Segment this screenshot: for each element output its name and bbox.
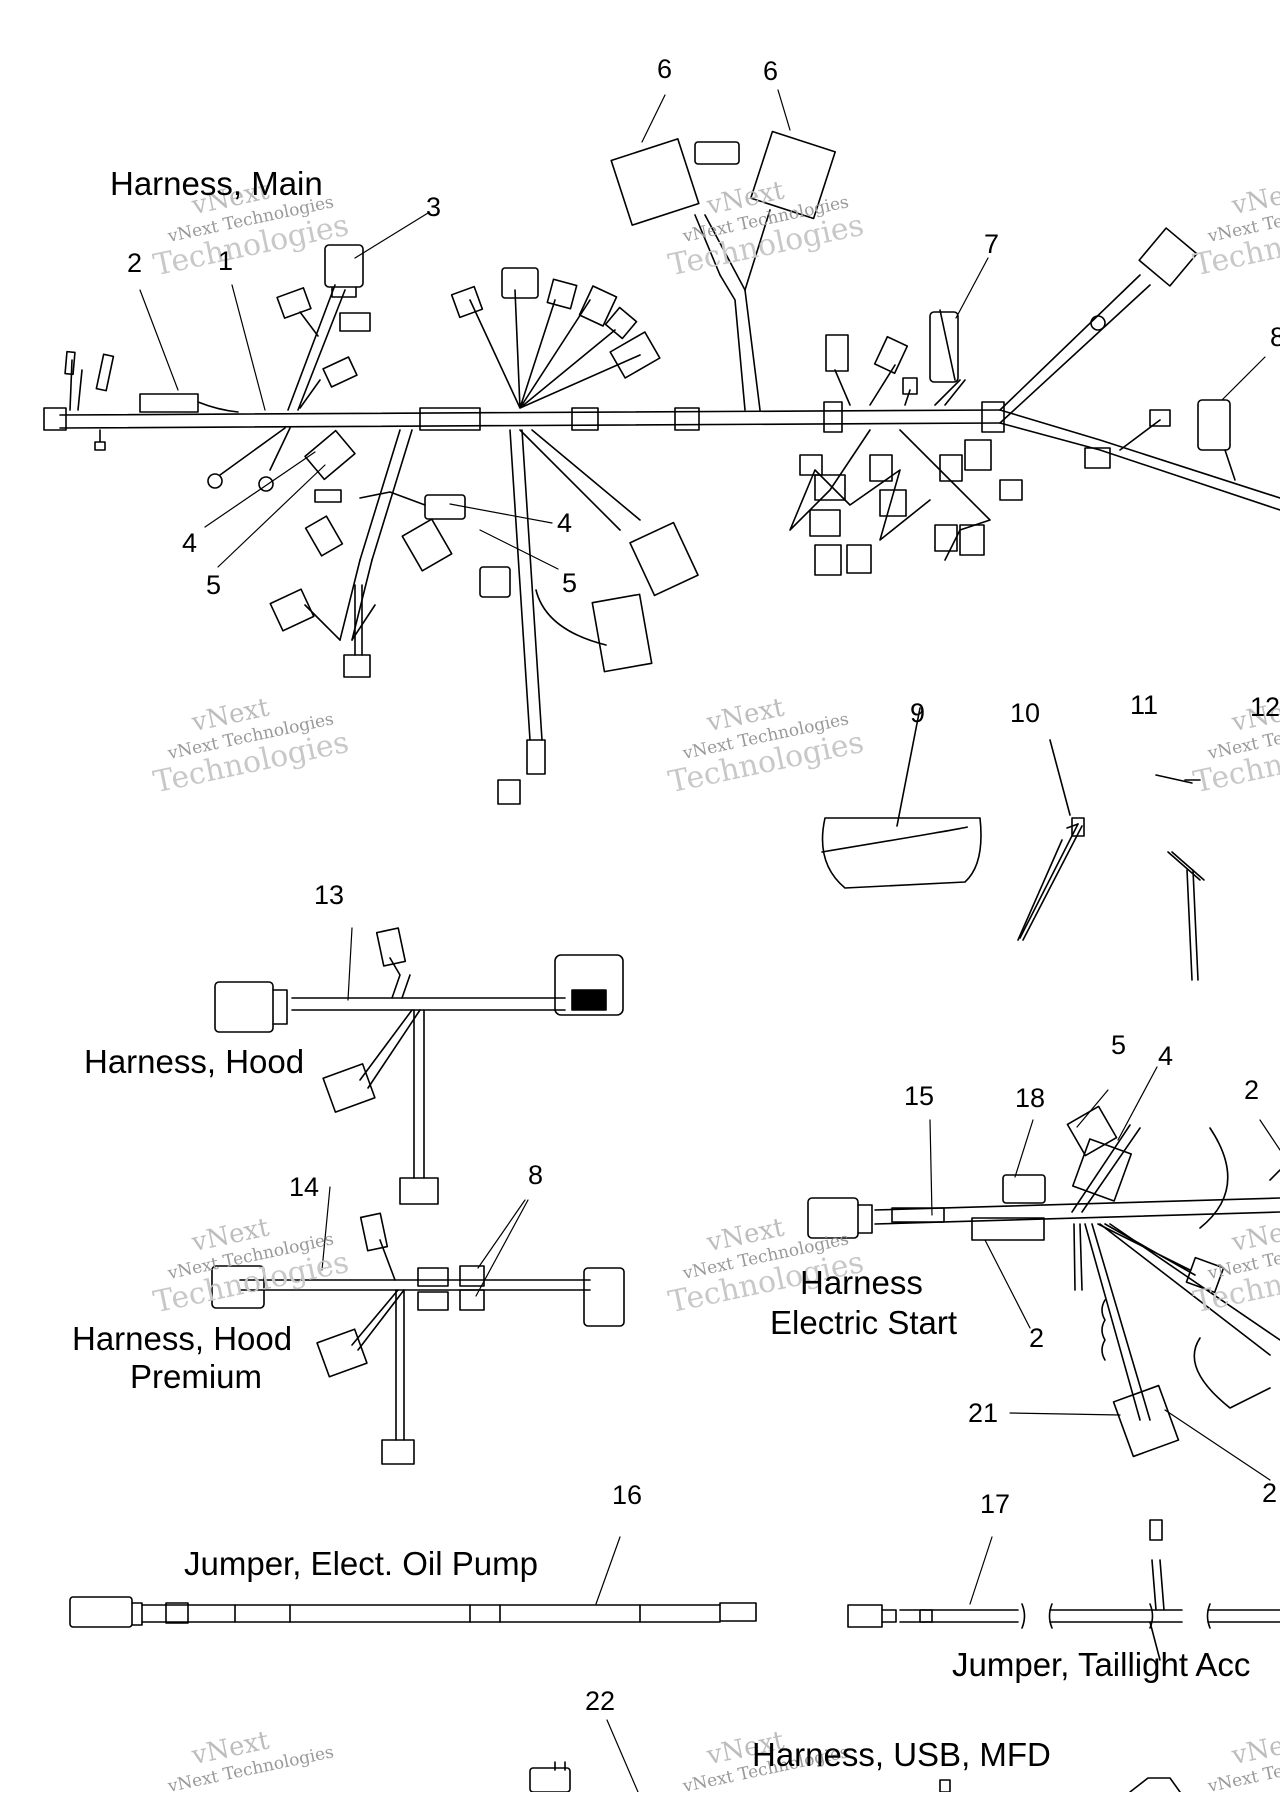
- harness-usb-mfd-drawing: [529, 1719, 1181, 1792]
- callout-5: 5: [562, 568, 578, 598]
- callout-15: 15: [904, 1081, 935, 1111]
- callout-4: 4: [1158, 1041, 1174, 1071]
- main-harness-leaders: [139, 89, 1266, 570]
- title-jumper-taillight: Jumper, Taillight Acc: [952, 1646, 1251, 1683]
- callout-7: 7: [984, 229, 1000, 259]
- callout-6: 6: [657, 54, 673, 84]
- callout-3: 3: [426, 192, 442, 222]
- callout-13: 13: [314, 880, 345, 910]
- callout-14: 14: [289, 1172, 320, 1202]
- callout-4: 4: [182, 528, 198, 558]
- callout-18: 18: [1015, 1083, 1046, 1113]
- callout-2: 2: [1029, 1323, 1045, 1353]
- callout-16: 16: [612, 1480, 643, 1510]
- title-jumper-oil-pump: Jumper, Elect. Oil Pump: [184, 1545, 538, 1582]
- jumper-oil-pump-drawing: [69, 1536, 757, 1628]
- jumper-taillight-drawing: [847, 1519, 1280, 1660]
- callout-1: 1: [218, 246, 234, 276]
- hardware-parts-drawing: [821, 707, 1229, 1229]
- title-harness-hood-premium-line1: Harness, Hood: [72, 1320, 293, 1357]
- callout-8: 8: [528, 1160, 544, 1190]
- callout-11: 11: [1130, 690, 1159, 720]
- callout-22: 22: [585, 1686, 616, 1716]
- callout-21: 21: [968, 1398, 999, 1428]
- callout-8: 8: [1270, 322, 1280, 352]
- callout-12: 12: [1250, 692, 1280, 722]
- callout-17: 17: [980, 1489, 1011, 1519]
- harness-electric-start-drawing: [807, 1105, 1280, 1458]
- electric-start-leaders: [929, 1066, 1280, 1481]
- callout-20: 2: [1262, 1478, 1278, 1508]
- callout-9: 9: [910, 698, 926, 728]
- callout-2: 2: [1244, 1075, 1260, 1105]
- title-harness-main: Harness, Main: [110, 165, 323, 202]
- title-harness-hood-premium-line2: Premium: [130, 1358, 263, 1395]
- callout-10: 10: [1010, 698, 1041, 728]
- callout-5: 5: [206, 570, 222, 600]
- callout-4: 4: [557, 508, 573, 538]
- title-harness-electric-start-line2: Electric Start: [770, 1304, 958, 1341]
- callout-5: 5: [1111, 1030, 1127, 1060]
- callout-2: 2: [127, 248, 143, 278]
- title-harness-electric-start-line1: Harness: [800, 1264, 923, 1301]
- harness-hood-premium-drawing: [211, 1186, 625, 1465]
- title-harness-usb-mfd: Harness, USB, MFD: [752, 1736, 1051, 1773]
- main-harness-drawing: [43, 130, 1280, 805]
- title-harness-hood: Harness, Hood: [84, 1043, 305, 1080]
- harness-hood-drawing: [214, 927, 624, 1205]
- callout-6: 6: [763, 56, 779, 86]
